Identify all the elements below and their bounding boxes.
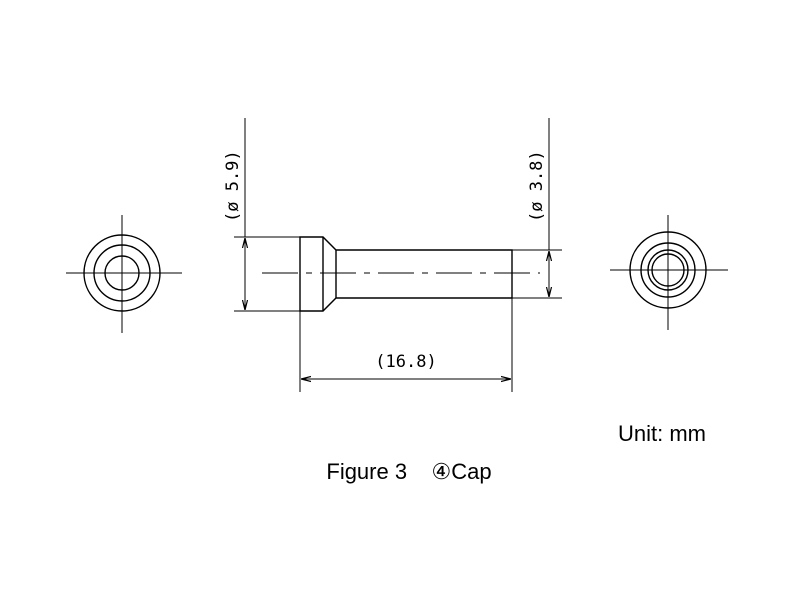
flange-diameter-label: (ø 5.9) xyxy=(223,150,243,222)
right-end-view xyxy=(610,215,728,330)
right-view-outer-circle xyxy=(629,231,707,309)
flange-diameter-dimension xyxy=(234,118,300,312)
right-view-inner-circle-2 xyxy=(651,253,685,287)
cap-outline xyxy=(299,236,513,312)
overall-length-label: (16.8) xyxy=(375,352,436,372)
right-view-inner-circle-1 xyxy=(647,249,689,291)
length-dimension xyxy=(299,298,513,392)
left-view-inner-circle xyxy=(104,255,140,291)
side-view xyxy=(262,236,540,312)
body-diameter-dimension xyxy=(512,118,562,299)
right-view-middle-circle xyxy=(640,242,696,298)
left-view-middle-circle xyxy=(93,244,151,302)
body-diameter-label: (ø 3.8) xyxy=(527,150,547,222)
figure-caption: Figure 3 ④Cap xyxy=(326,459,492,484)
unit-label: Unit: mm xyxy=(618,421,706,446)
left-view-outer-circle xyxy=(83,234,161,312)
left-end-view xyxy=(66,215,182,333)
